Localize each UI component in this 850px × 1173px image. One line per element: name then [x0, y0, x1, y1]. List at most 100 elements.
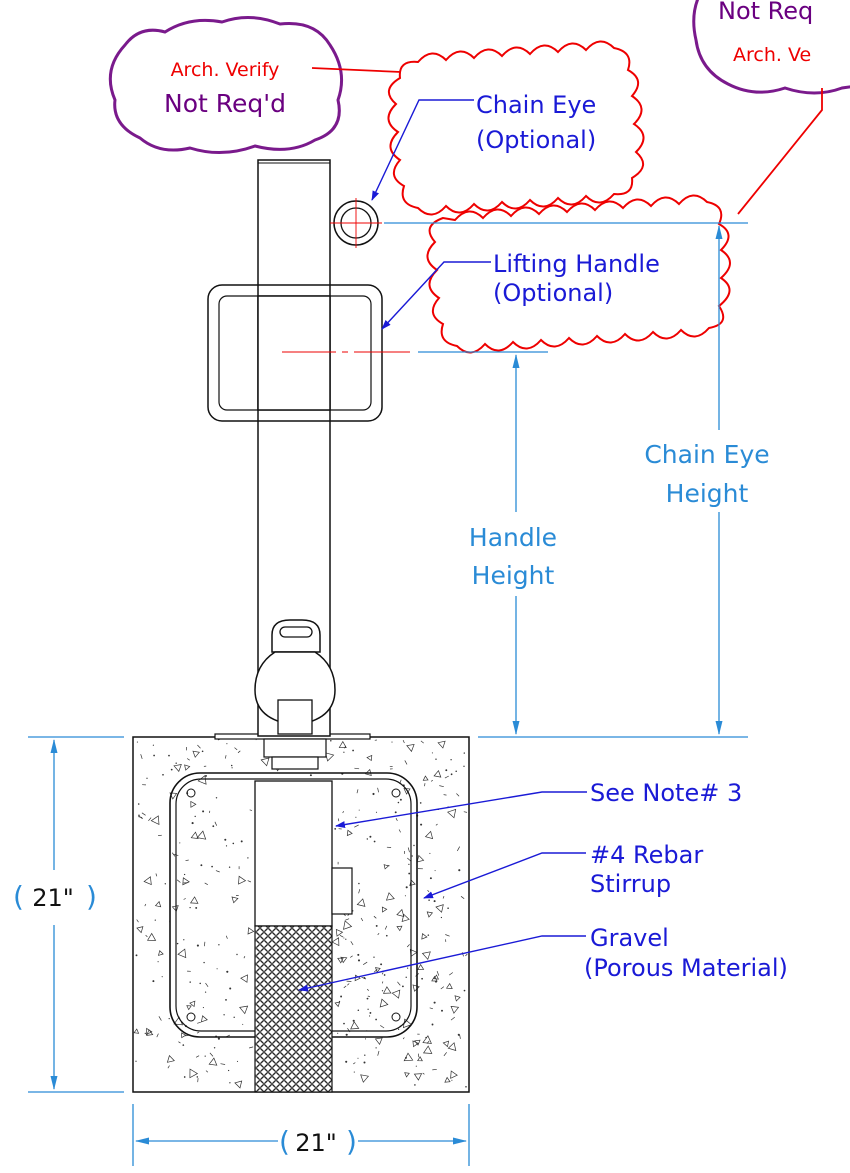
concrete-aggregate [401, 913, 410, 923]
concrete-aggregate [421, 951, 431, 960]
concrete-aggregate [228, 866, 231, 868]
concrete-aggregate [414, 1039, 421, 1046]
concrete-aggregate [157, 961, 159, 963]
concrete-aggregate [405, 1056, 407, 1059]
bubble-right-leader [737, 88, 823, 215]
concrete-aggregate [381, 972, 384, 975]
concrete-aggregate [408, 872, 411, 875]
concrete-aggregate [358, 882, 360, 885]
concrete-aggregate [135, 954, 138, 957]
concrete-aggregate [435, 980, 437, 983]
concrete-aggregate [148, 817, 152, 822]
concrete-aggregate [372, 792, 375, 796]
concrete-aggregate [182, 1044, 185, 1046]
concrete-aggregate [345, 918, 350, 921]
concrete-aggregate [196, 1031, 200, 1034]
concrete-aggregate [197, 744, 201, 749]
concrete-aggregate [145, 934, 148, 938]
concrete-aggregate [343, 920, 353, 930]
concrete-aggregate [183, 873, 186, 876]
concrete-aggregate [385, 934, 388, 937]
concrete-aggregate [377, 787, 379, 793]
concrete-aggregate [424, 830, 434, 840]
concrete-aggregate [422, 1045, 433, 1054]
concrete-aggregate [196, 944, 199, 947]
rebar-label-line2: Stirrup [590, 870, 671, 898]
padlock [254, 619, 336, 735]
concrete-aggregate [183, 898, 186, 900]
concrete-aggregate [354, 824, 359, 828]
concrete-aggregate [407, 857, 411, 862]
verify-bubble-right [692, 0, 850, 95]
concrete-aggregate [220, 1063, 226, 1065]
concrete-aggregate [136, 926, 144, 934]
concrete-aggregate [350, 941, 354, 946]
footing-width-paren-open: ( [279, 1125, 290, 1158]
concrete-aggregate [335, 928, 344, 937]
concrete-aggregate [243, 956, 246, 959]
concrete-aggregate [200, 864, 203, 867]
concrete-aggregate [196, 830, 207, 840]
concrete-aggregate [375, 1018, 377, 1021]
concrete-aggregate [185, 859, 189, 862]
concrete-aggregate [183, 939, 185, 941]
lifting-handle-label-line1: Lifting Handle [493, 250, 660, 278]
concrete-aggregate [197, 775, 207, 785]
concrete-aggregate [202, 810, 205, 813]
concrete-aggregate [338, 740, 347, 748]
concrete-aggregate [133, 1028, 140, 1034]
concrete-aggregate [212, 825, 215, 828]
handle-height-label-line2: Height [472, 561, 555, 590]
concrete-aggregate [353, 1071, 355, 1073]
concrete-aggregate [230, 764, 233, 767]
concrete-aggregate [189, 1068, 199, 1079]
concrete-aggregate [144, 903, 147, 907]
concrete-aggregate [227, 1069, 230, 1072]
concrete-aggregate [416, 854, 425, 863]
concrete-aggregate [415, 1065, 417, 1067]
chain-eye-centerline [330, 198, 382, 248]
concrete-aggregate [343, 751, 345, 753]
concrete-aggregate [422, 1072, 425, 1075]
concrete-aggregate [432, 1068, 437, 1071]
concrete-aggregate [171, 905, 179, 912]
concrete-aggregate [358, 889, 361, 894]
concrete-aggregate [204, 941, 206, 947]
concrete-aggregate [178, 1041, 181, 1044]
concrete-aggregate [186, 758, 190, 761]
concrete-aggregate [431, 1023, 434, 1026]
lifting-handle [207, 284, 383, 422]
concrete-aggregate [217, 1037, 220, 1040]
concrete-aggregate [205, 982, 209, 988]
concrete-aggregate [237, 750, 241, 754]
concrete-aggregate [247, 880, 252, 883]
concrete-aggregate [189, 981, 191, 983]
concrete-aggregate [412, 1040, 419, 1048]
concrete-aggregate [375, 1047, 377, 1049]
concrete-aggregate [238, 875, 247, 885]
concrete-aggregate [447, 808, 457, 819]
concrete-aggregate [226, 970, 229, 973]
concrete-aggregate [429, 852, 431, 854]
concrete-aggregate [374, 1037, 383, 1045]
concrete-aggregate [208, 1057, 218, 1066]
concrete-aggregate [357, 959, 361, 962]
concrete-aggregate [199, 982, 201, 985]
concrete-aggregate [404, 1072, 410, 1078]
concrete-aggregate [204, 1055, 206, 1057]
concrete-aggregate [440, 986, 445, 990]
concrete-aggregate [234, 747, 238, 751]
concrete-aggregate [367, 1008, 369, 1010]
verify-bubble-left [108, 16, 344, 155]
concrete-aggregate [154, 919, 156, 921]
concrete-aggregate [379, 998, 389, 1008]
concrete-aggregate [426, 911, 434, 918]
concrete-aggregate [422, 775, 429, 781]
concrete-aggregate [450, 759, 452, 761]
concrete-aggregate [170, 768, 173, 771]
concrete-aggregate [135, 1060, 137, 1062]
concrete-aggregate [377, 932, 380, 936]
concrete-aggregate [156, 1033, 159, 1038]
concrete-aggregate [420, 740, 424, 744]
concrete-aggregate [424, 783, 426, 787]
